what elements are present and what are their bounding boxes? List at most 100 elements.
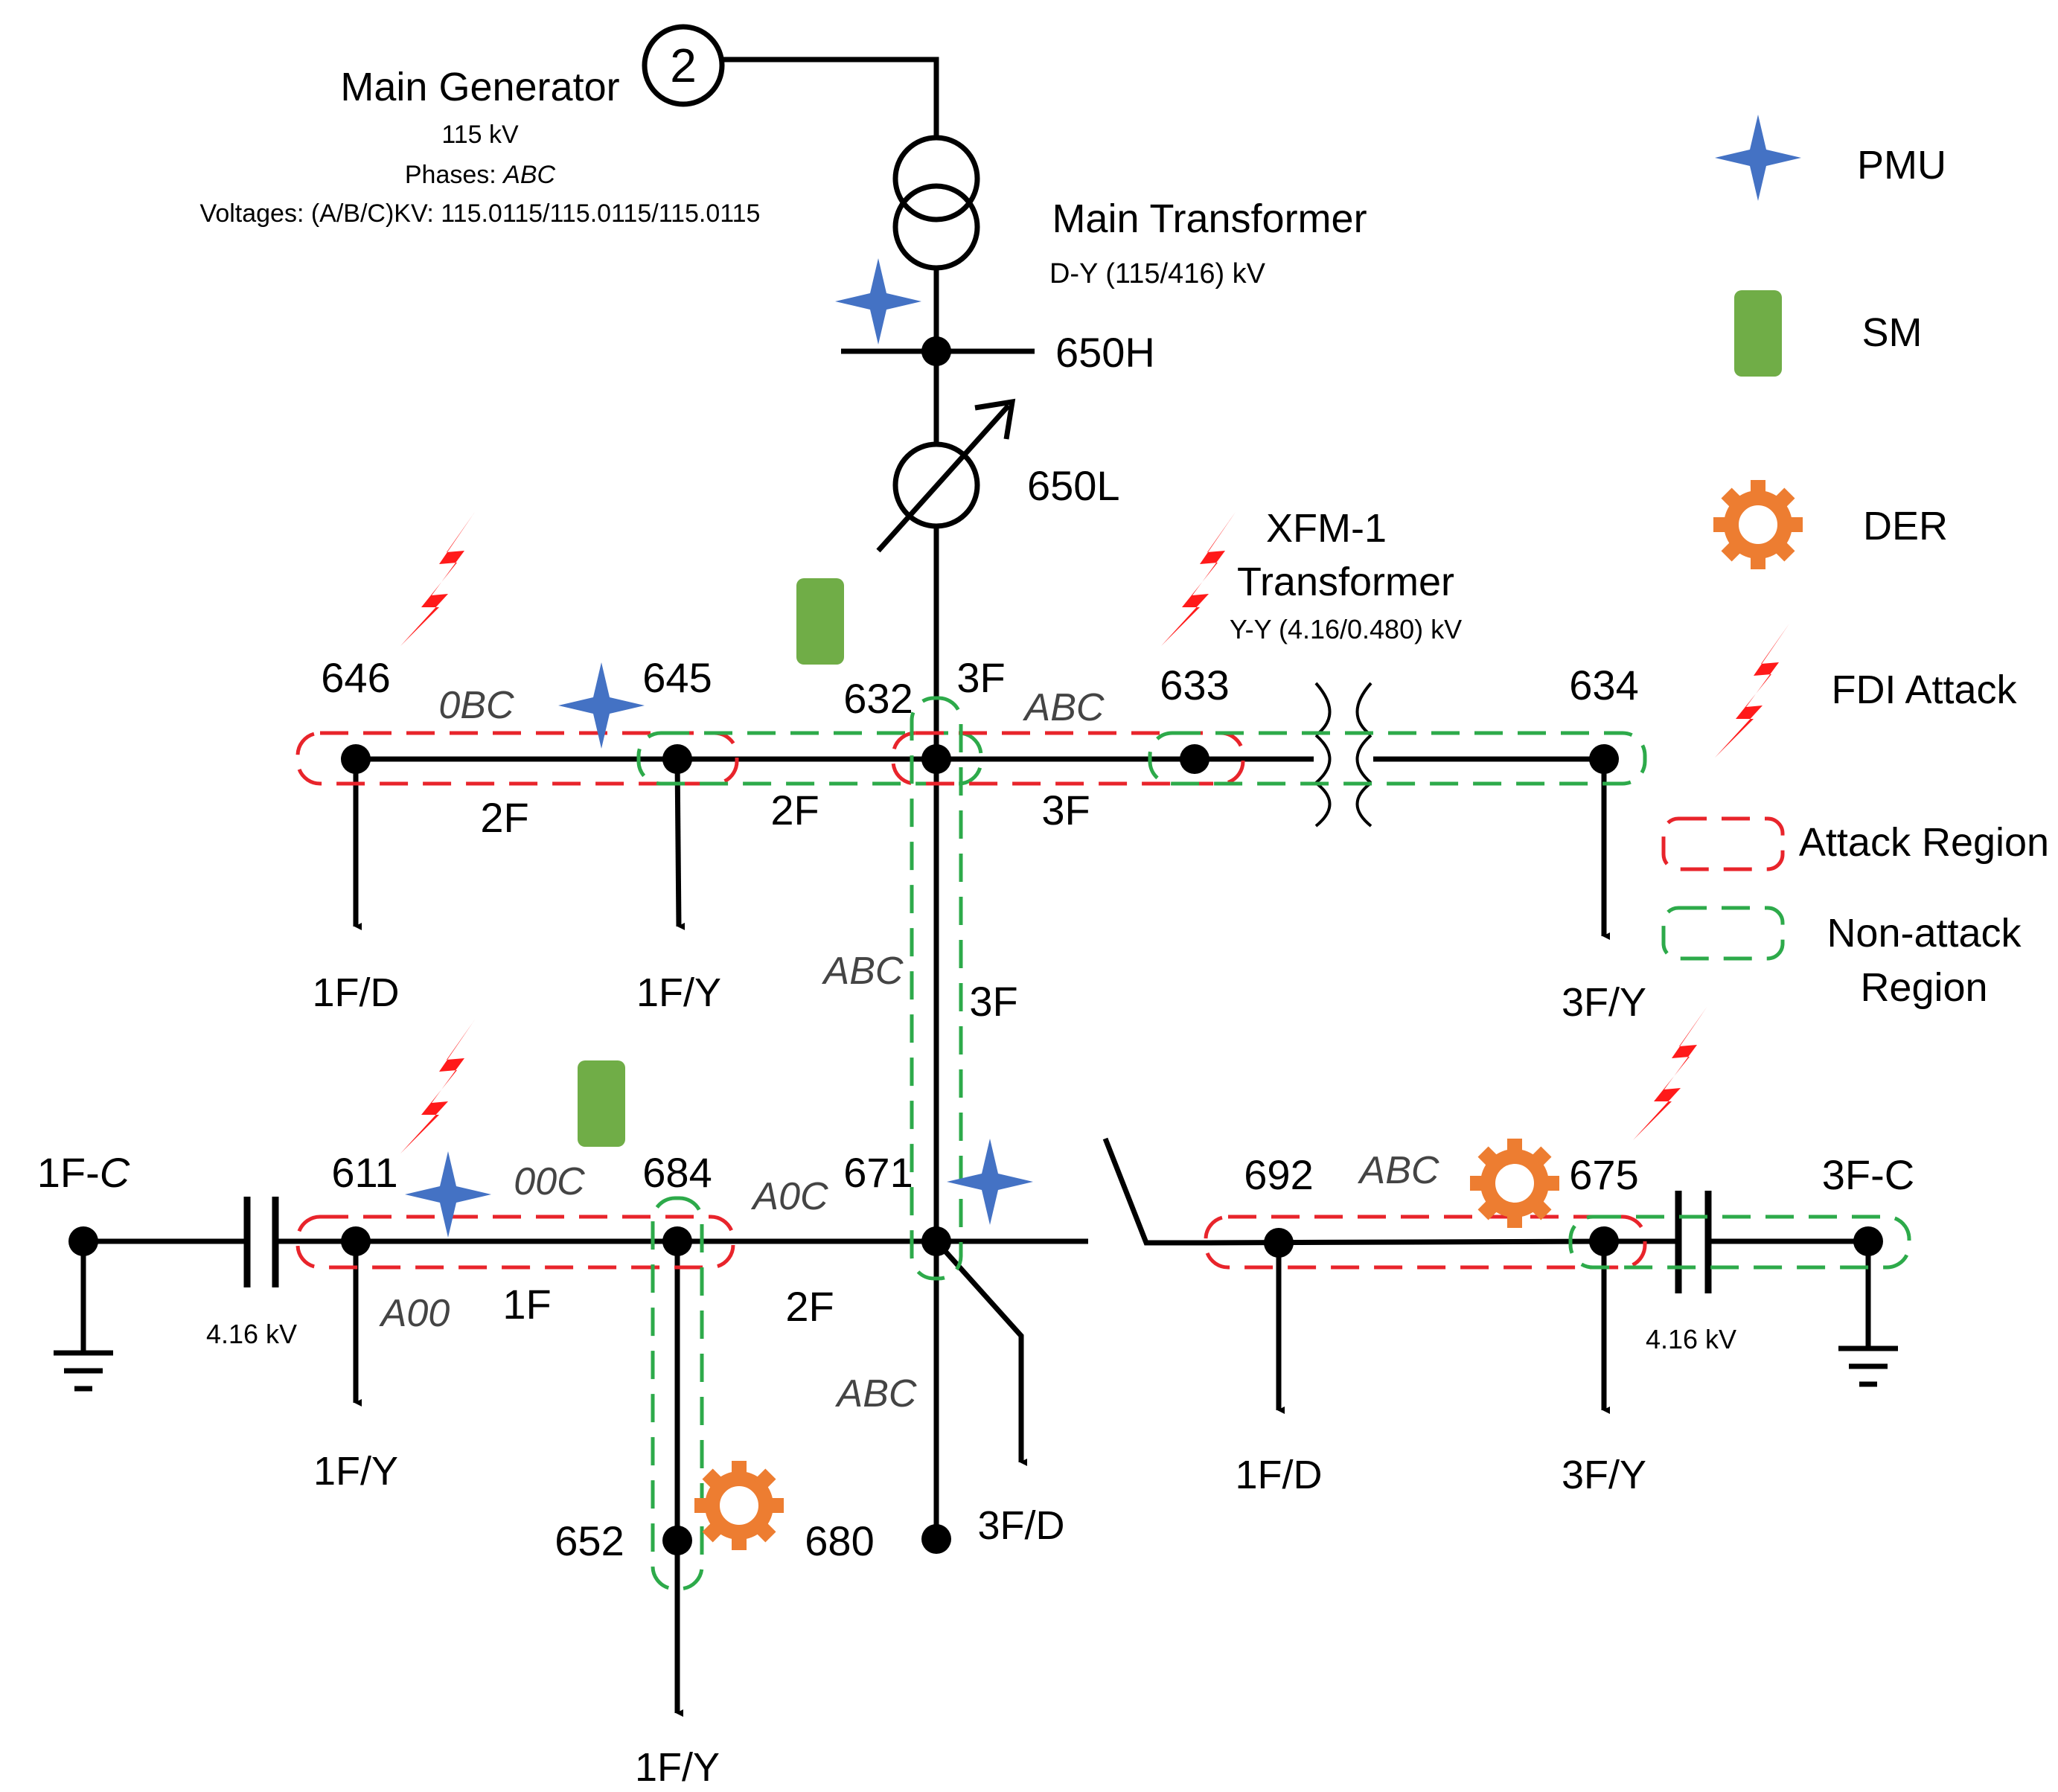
legend-attack-swatch [1661, 816, 1785, 871]
bus-650h-label: 650H [1055, 329, 1155, 376]
cap-right-node [1853, 1226, 1883, 1256]
legend-sm-label: SM [1862, 310, 1923, 355]
load-label-634: 3F/Y [1562, 980, 1646, 1025]
ground-left-icon [54, 1350, 113, 1392]
pmu-star-icon [1715, 115, 1801, 201]
generator-voltage: 115 kV [441, 121, 519, 149]
phase-label-a00: A00 [379, 1292, 450, 1335]
fdi-lightning-icon [400, 1020, 475, 1153]
generator-symbol: 2 [670, 39, 697, 92]
line-label-2f-low: 2F [785, 1283, 834, 1330]
load-label-611: 1F/Y [313, 1449, 398, 1494]
line-label-2f-b: 2F [770, 787, 819, 833]
legend-nonattack-label-1: Non-attack [1827, 911, 2022, 956]
phase-label-00c: 00C [514, 1160, 585, 1203]
bus-634-label: 634 [1569, 662, 1638, 708]
pmu-star-icon [835, 258, 921, 345]
phase-label-0bc: 0BC [438, 684, 514, 727]
legend-pmu-label: PMU [1857, 143, 1946, 188]
xfm-title-line2: Transformer [1237, 560, 1454, 604]
legend-nonattack-swatch [1661, 906, 1785, 961]
cap-left-label: 1F-C [37, 1149, 130, 1196]
main-transformer-title: Main Transformer [1052, 196, 1367, 241]
attack-region-611-684 [295, 1215, 735, 1270]
switch-671-692 [1102, 1137, 1209, 1246]
bus-633-node [1180, 744, 1209, 774]
xfm-title-line1: XFM-1 [1266, 506, 1387, 551]
nonattack-region-675-cap [1568, 1215, 1911, 1270]
cap-right-kv: 4.16 kV [1646, 1324, 1736, 1354]
phase-label-abc-right: ABC [1358, 1149, 1439, 1192]
smart-meter-icon [796, 578, 844, 665]
xfm-rating: Y-Y (4.16/0.480) kV [1230, 614, 1462, 644]
bus-645-label: 645 [642, 654, 712, 701]
bus-671-label: 671 [843, 1149, 913, 1196]
load-arrow-645 [674, 758, 686, 930]
bus-675-label: 675 [1569, 1151, 1638, 1198]
phase-label-abc-lower: ABC [835, 1372, 917, 1415]
generator-title: Main Generator [340, 65, 619, 109]
bus-652-label: 652 [555, 1517, 624, 1564]
fdi-lightning-icon [1633, 1006, 1707, 1140]
bus-632-node [921, 744, 951, 774]
attack-region-646-645 [295, 731, 739, 786]
attack-region-692-675 [1204, 1215, 1647, 1270]
nonattack-region-632-671 [910, 696, 963, 1281]
line-label-3f-vert: 3F [969, 978, 1017, 1025]
nonattack-region-645-632 [636, 731, 983, 786]
fdi-lightning-icon [400, 512, 475, 646]
bus-646-label: 646 [321, 654, 390, 701]
line-label-2f-a: 2F [480, 794, 528, 841]
attack-region-632-633 [891, 731, 1245, 786]
load-label-646: 1F/D [312, 970, 399, 1015]
main-generator: 2 [642, 24, 939, 138]
pmu-star-icon [405, 1151, 491, 1238]
regulator-arrow [876, 403, 1011, 553]
cap-right-label: 3F-C [1822, 1151, 1914, 1198]
legend: PMU SM DER FDI Attack Attack Region Non-… [1661, 115, 2049, 1010]
bus-611-label: 611 [331, 1149, 397, 1196]
smart-meter-icon [578, 1060, 625, 1147]
regulator-arrowhead [974, 398, 1016, 440]
legend-nonattack-label-2: Region [1860, 965, 1987, 1010]
nonattack-region-633-634 [1148, 731, 1647, 786]
main-transformer-rating: D-Y (115/416) kV [1049, 258, 1266, 289]
generator-phases: Phases: ABC [405, 161, 556, 189]
der-gear-icon [694, 1461, 784, 1550]
line-label-1f: 1F [502, 1281, 551, 1328]
phase-label-a0c: A0C [750, 1175, 828, 1218]
load-label-675: 3F/Y [1562, 1453, 1646, 1497]
cap-left-kv: 4.16 kV [206, 1319, 297, 1349]
main-transformer-symbol [892, 135, 980, 351]
der-gear-icon [1470, 1139, 1559, 1228]
bus-632-label: 632 [843, 675, 913, 722]
bus-680-label: 680 [805, 1517, 874, 1564]
fdi-lightning-icon [1715, 624, 1789, 758]
phase-label-abc-vert: ABC [822, 950, 904, 993]
bus-692-label: 692 [1244, 1151, 1313, 1198]
load-label-671: 3F/D [977, 1503, 1064, 1548]
bus-633-label: 633 [1160, 662, 1229, 708]
legend-der-label: DER [1863, 504, 1948, 548]
der-gear-icon [1713, 480, 1803, 569]
line-label-3f-c: 3F [1041, 787, 1090, 833]
legend-fdi-label: FDI Attack [1831, 668, 2017, 712]
pmu-star-icon [558, 662, 645, 749]
bus-680-node [921, 1524, 951, 1554]
ground-right-icon [1838, 1345, 1898, 1387]
bus-684-label: 684 [642, 1149, 712, 1196]
phase-label-abc-top: ABC [1023, 686, 1105, 729]
xfm-1-symbol [1314, 682, 1372, 828]
generator-voltages: Voltages: (A/B/C)KV: 115.0115/115.0115/1… [200, 199, 761, 228]
smart-meter-icon [1734, 290, 1782, 377]
fdi-lightning-icon [1161, 512, 1236, 646]
cap-left-node [68, 1226, 98, 1256]
load-label-645: 1F/Y [636, 970, 721, 1015]
line-label-3f-top: 3F [956, 654, 1005, 701]
nonattack-region-684-652 [651, 1196, 704, 1591]
legend-attack-label: Attack Region [1799, 820, 2049, 865]
line-671-load [934, 1239, 1027, 1466]
bus-650l-label: 650L [1027, 462, 1120, 509]
load-label-692: 1F/D [1235, 1453, 1322, 1497]
